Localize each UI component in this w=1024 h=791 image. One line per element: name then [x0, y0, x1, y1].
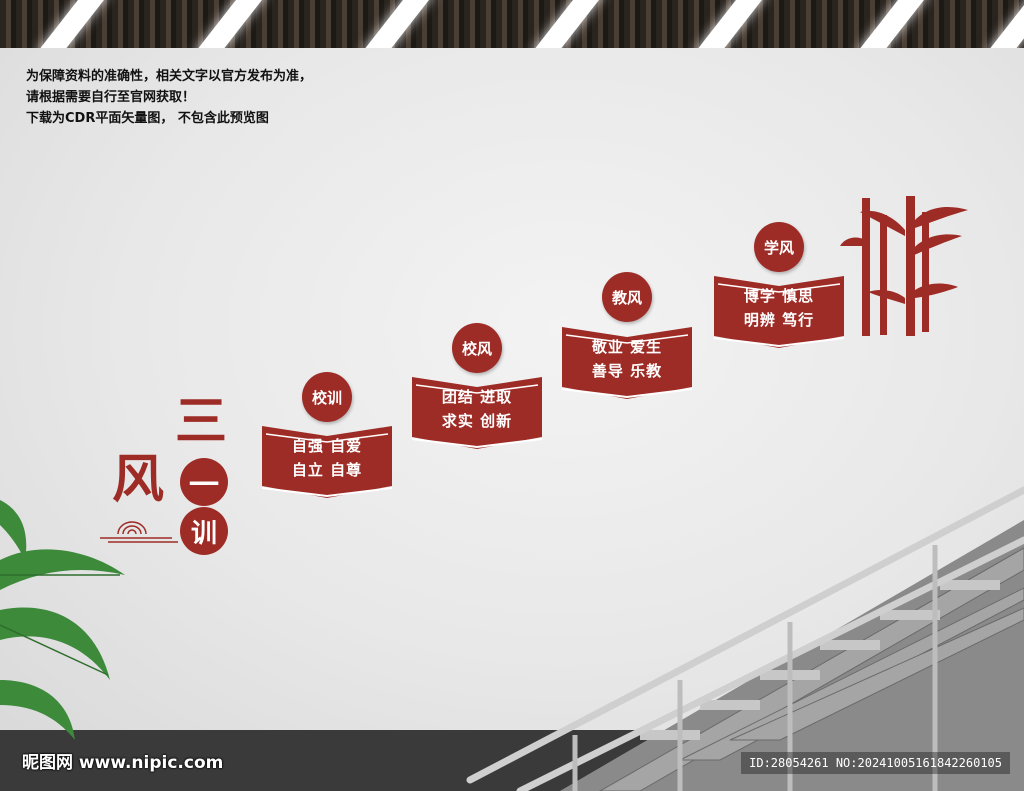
motto-line-1: 博学 慎思 — [743, 287, 815, 305]
motto-line-2: 求实 创新 — [441, 412, 513, 430]
motto-line-1: 敬业 爱生 — [591, 338, 663, 356]
notice-line-2: 请根据需要自行至官网获取！ — [26, 90, 196, 105]
title-char-yi: 一 — [189, 468, 219, 503]
cloud-pattern-icon — [100, 521, 178, 543]
motto-line-2: 自立 自尊 — [291, 461, 363, 479]
tag-jiaofeng: 教风 — [602, 272, 652, 322]
book-panel-jiaofeng: 敬业 爱生善导 乐教 — [558, 323, 696, 401]
notice-text: 为保障资料的准确性，相关文字以官方发布为准， 请根据需要自行至官网获取！ 下载为… — [26, 66, 312, 129]
bamboo-icon — [840, 196, 968, 336]
book-panel-xiaoxun: 自强 自爱自立 自尊 — [258, 422, 396, 500]
motto-line-2: 明辨 笃行 — [743, 311, 815, 329]
motto-line-2: 善导 乐教 — [591, 362, 663, 380]
watermark-logo: 昵图网 www.nipic.com — [22, 753, 224, 773]
motto-line-1: 自强 自爱 — [291, 437, 363, 455]
ceiling — [0, 0, 1024, 48]
watermark-id: ID:28054261 NO:20241005161842260105 — [741, 752, 1010, 774]
title-xun-circle: 训 — [180, 507, 228, 555]
tag-xiaofeng: 校风 — [452, 323, 502, 373]
tag-xiaoxun: 校训 — [302, 372, 352, 422]
title-char-san: 三 — [175, 391, 228, 452]
motto-line-1: 团结 进取 — [441, 388, 513, 406]
book-panel-xiaofeng: 团结 进取求实 创新 — [408, 373, 546, 451]
title-char-feng: 风 — [112, 449, 165, 510]
title-yi-circle: 一 — [180, 458, 228, 506]
notice-line-1: 为保障资料的准确性，相关文字以官方发布为准， — [26, 69, 313, 84]
notice-line-3: 下载为CDR平面矢量图， 不包含此预览图 — [26, 111, 269, 126]
title-char-xun: 训 — [190, 518, 217, 549]
palm-plant-icon — [0, 500, 125, 740]
book-panel-xuefeng: 博学 慎思明辨 笃行 — [710, 272, 848, 350]
tag-xuefeng: 学风 — [754, 222, 804, 272]
